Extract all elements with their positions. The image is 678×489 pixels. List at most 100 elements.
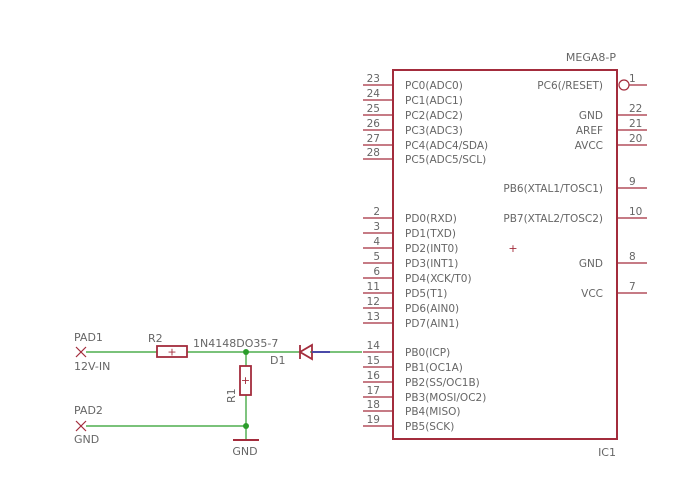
pad2-name: PAD2 xyxy=(74,404,103,417)
ic-name-label: IC1 xyxy=(598,446,616,459)
pin-label: AREF xyxy=(576,125,603,137)
pin-number: 16 xyxy=(367,370,381,382)
pin-number: 11 xyxy=(367,281,380,293)
resistor-r2[interactable] xyxy=(156,345,188,358)
pin-number: 13 xyxy=(367,311,380,323)
ic-origin-mark: + xyxy=(508,242,517,255)
ic-body[interactable] xyxy=(392,69,618,440)
pad1-name: PAD1 xyxy=(74,331,103,344)
pin-label: PC5(ADC5/SCL) xyxy=(405,154,486,166)
pin-label: PD0(RXD) xyxy=(405,213,457,225)
ic-left-pins: 23PC0(ADC0)24PC1(ADC1)25PC2(ADC2)26PC3(A… xyxy=(363,73,488,433)
r1-name: R1 xyxy=(225,388,238,403)
reset-inversion-bubble xyxy=(618,79,630,91)
diode-d1[interactable] xyxy=(298,343,330,361)
pad2[interactable] xyxy=(75,420,87,432)
resistor-r1[interactable] xyxy=(239,365,252,396)
pin-label: PC4(ADC4/SDA) xyxy=(405,140,488,152)
pin-number: 7 xyxy=(629,281,636,293)
pin-number: 23 xyxy=(367,73,380,85)
pin-number: 26 xyxy=(367,118,381,130)
pin-number: 17 xyxy=(367,385,380,397)
pin-label: PD7(AIN1) xyxy=(405,318,459,330)
r2-origin-mark: + xyxy=(167,346,176,359)
pin-number: 4 xyxy=(373,236,380,248)
pad1-value: 12V-IN xyxy=(74,360,110,373)
pin-number: 6 xyxy=(373,266,380,278)
pin-label: PD2(INT0) xyxy=(405,243,458,255)
pin-number: 28 xyxy=(367,147,380,159)
pin-label: PB5(SCK) xyxy=(405,421,454,433)
pin-number: 8 xyxy=(629,251,636,263)
pin-label: PB6(XTAL1/TOSC1) xyxy=(503,183,603,195)
pin-number: 22 xyxy=(629,103,642,115)
junction-dot xyxy=(243,349,249,355)
pin-number: 5 xyxy=(373,251,380,263)
pad1[interactable] xyxy=(75,346,87,358)
pin-label: PD6(AIN0) xyxy=(405,303,459,315)
r2-name: R2 xyxy=(148,332,163,345)
pin-number: 24 xyxy=(367,88,381,100)
pin-number: 21 xyxy=(629,118,642,130)
pin-label: PD3(INT1) xyxy=(405,258,458,270)
pin-label: PC1(ADC1) xyxy=(405,95,463,107)
pin-number: 18 xyxy=(367,399,380,411)
pin-label: PC2(ADC2) xyxy=(405,110,463,122)
pin-number: 20 xyxy=(629,133,642,145)
pin-label: PB7(XTAL2/TOSC2) xyxy=(503,213,603,225)
r1-origin-mark: + xyxy=(241,374,250,387)
pin-number: 19 xyxy=(367,414,380,426)
pin-label: PB2(SS/OC1B) xyxy=(405,377,480,389)
ic-right-pins: 1PC6(/RESET)22GND21AREF20AVCC9PB6(XTAL1/… xyxy=(503,73,647,300)
pin-label: PC0(ADC0) xyxy=(405,80,463,92)
pad2-value: GND xyxy=(74,433,99,446)
pin-label: PD1(TXD) xyxy=(405,228,456,240)
pin-number: 14 xyxy=(367,340,381,352)
pin-label: PC3(ADC3) xyxy=(405,125,463,137)
junction-dot xyxy=(243,423,249,429)
pin-number: 2 xyxy=(373,206,380,218)
pin-number: 1 xyxy=(629,73,636,85)
pin-number: 25 xyxy=(367,103,380,115)
ic-part-label: MEGA8-P xyxy=(566,51,616,64)
pin-label: PB1(OC1A) xyxy=(405,362,463,374)
pin-label: PD5(T1) xyxy=(405,288,447,300)
pin-label: PB4(MISO) xyxy=(405,406,461,418)
pin-number: 9 xyxy=(629,176,636,188)
pin-number: 12 xyxy=(367,296,380,308)
pin-number: 27 xyxy=(367,133,380,145)
pin-label: AVCC xyxy=(575,140,603,152)
pin-label: GND xyxy=(579,258,603,270)
d1-name: D1 xyxy=(270,354,285,367)
